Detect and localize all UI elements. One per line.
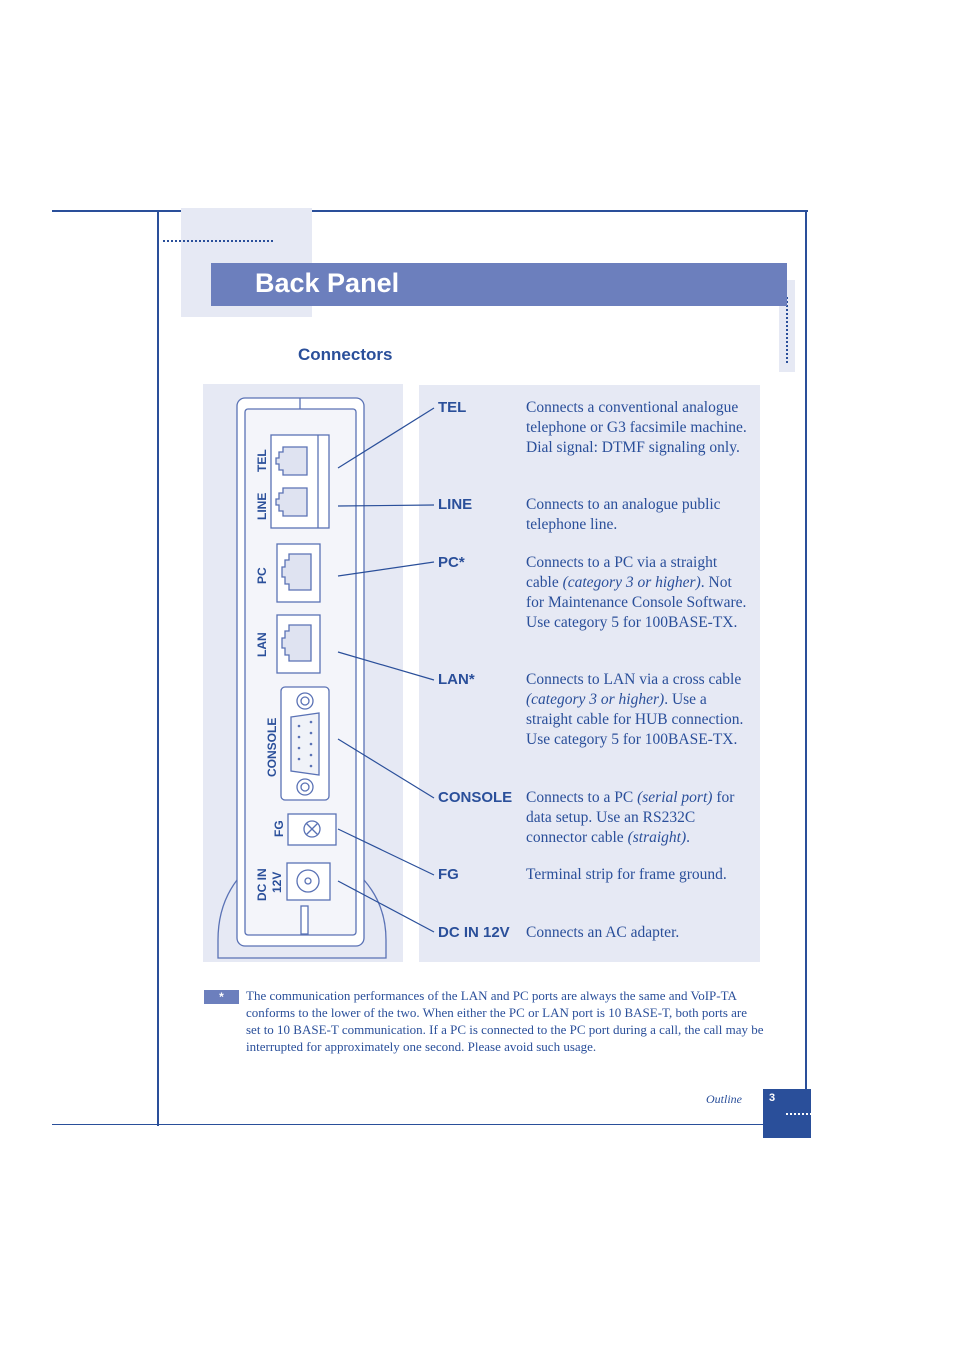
connector-desc-tel: Connects a conventional analogue telepho… [526,399,747,456]
bottom-rule [52,1124,763,1125]
connector-name-tel: TEL [438,399,467,416]
console-leader-line [337,738,435,799]
connector-name-line: LINE [438,496,473,513]
side-tab-dots [786,297,788,363]
connector-desc-console: Connects to a PC (serial port) for data … [526,789,735,846]
pc-leader-line [337,561,435,577]
connector-desc-fg: Terminal strip for frame ground. [526,866,727,883]
page-title: Back Panel [255,268,400,298]
dc-12v-port-label: 12V [270,872,284,893]
lan-port-label: LAN [255,632,269,657]
connector-name-pc: PC* [438,554,465,571]
footer-section-label: Outline [706,1092,742,1106]
footnote-text: The communication performances of the LA… [246,988,764,1054]
page-number: 3 [769,1092,776,1104]
connector-name-fg: FG [438,866,459,883]
right-rule [805,210,807,1090]
pc-port-label: PC [255,567,269,584]
console-port-label: CONSOLE [265,718,279,777]
line-leader-line [337,504,435,507]
fg-leader-line [337,828,435,876]
title-dots [163,240,273,242]
section-heading: Connectors [298,345,393,364]
connector-desc-lan: Connects to LAN via a cross cable (categ… [526,671,744,748]
tel-leader-line [337,407,435,469]
connector-desc-pc: Connects to a PC via a straight cable (c… [526,554,747,631]
footnote-marker: * [204,990,239,1004]
line-port-label: LINE [255,493,269,520]
connector-name-console: CONSOLE [438,789,513,806]
connector-name-dc-in: DC IN 12V [438,924,510,941]
connector-name-lan: LAN* [438,671,475,688]
connector-desc-line: Connects to an analogue public telephone… [526,496,721,533]
connector-desc-dc-in: Connects an AC adapter. [526,924,680,941]
dc-in-port-label: DC IN [255,868,269,901]
title-bar [211,263,787,306]
lan-leader-line [337,651,435,681]
dc-in-leader-line [337,880,435,933]
page-number-dots [786,1113,812,1115]
tel-port-label: TEL [255,449,269,472]
description-panel [419,385,760,962]
fg-port-label: FG [272,820,286,837]
left-rule [157,210,159,1126]
top-rule [52,210,808,212]
